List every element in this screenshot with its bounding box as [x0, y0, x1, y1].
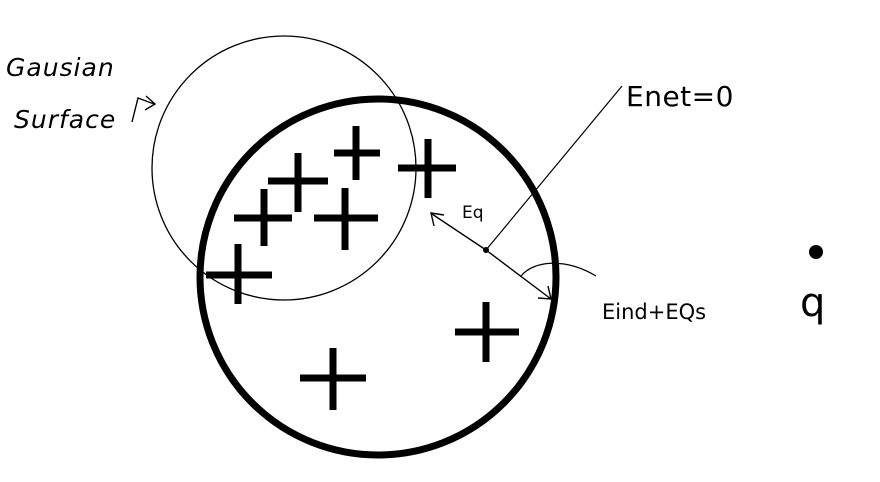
eq-label: Eq [462, 203, 484, 223]
enet-pointer-line [485, 85, 623, 251]
gaussian-label-line1: Gausian [6, 53, 115, 82]
point-charge-dot [809, 245, 823, 259]
enet-label: Enet=0 [626, 80, 734, 113]
gaussian-surface-circle [151, 35, 417, 301]
gaussian-label-line2: Surface [14, 105, 116, 134]
plus-charge [206, 244, 272, 304]
plus-charge [268, 153, 328, 212]
eind-label: Eind+EQs [602, 300, 706, 324]
positive-charges [206, 126, 519, 410]
surface-pointer-arrowhead [144, 95, 157, 111]
eind-arrow [485, 249, 552, 300]
plus-charge [455, 302, 519, 362]
surface-pointer-arrow [131, 97, 155, 123]
plus-charge [334, 126, 380, 180]
eq-arrow [430, 212, 487, 251]
conductor-sphere [196, 95, 560, 459]
plus-charge [314, 188, 378, 250]
plus-charge [300, 348, 366, 410]
charge-label: q [800, 280, 825, 326]
plus-charge [234, 189, 292, 246]
plus-charge [398, 139, 456, 198]
eind-pointer-curve [520, 262, 597, 277]
